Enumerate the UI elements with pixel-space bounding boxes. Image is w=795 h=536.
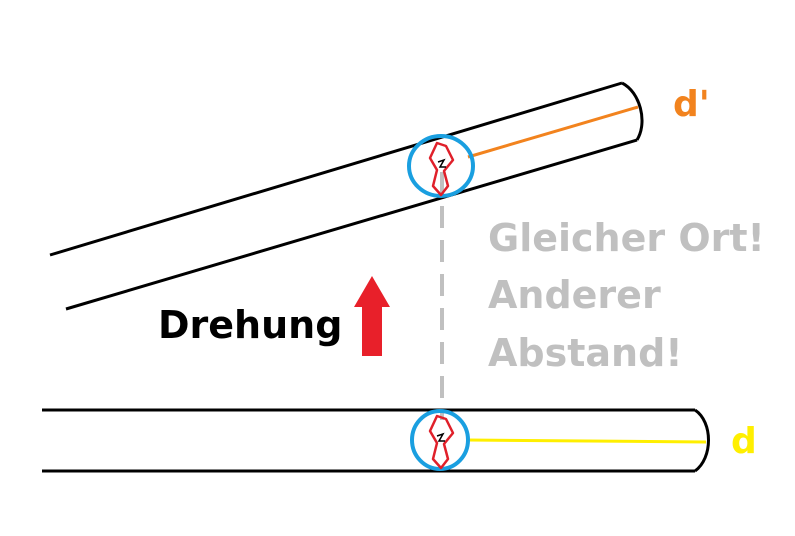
rotated-rod	[49, 81, 644, 311]
original-rod	[42, 408, 710, 473]
original-fracture-symbol	[428, 414, 455, 470]
original-rod-end-cap	[694, 408, 710, 473]
rotated-rod-bottom-edge	[65, 138, 638, 311]
original-center-mark	[436, 432, 445, 442]
note-line-1: Gleicher Ort!	[488, 216, 765, 260]
rotated-center-mark	[437, 158, 446, 168]
rotated-distance-label: d'	[673, 84, 710, 125]
note-line-3: Abstand!	[488, 331, 683, 375]
rotated-rod-end-cap	[621, 81, 644, 141]
rotated-rod-top-edge	[49, 81, 623, 257]
rotated-distance-line	[467, 105, 639, 159]
note-text: Gleicher Ort! Anderer Abstand!	[488, 216, 765, 375]
up-arrow-icon	[354, 276, 390, 356]
original-distance-label: d	[731, 421, 757, 462]
rotated-fracture-symbol	[428, 141, 455, 197]
original-distance-line	[467, 438, 707, 444]
rotated-location-marker	[407, 134, 475, 198]
original-location-circle	[410, 409, 470, 471]
note-line-2: Anderer	[488, 273, 661, 317]
rotation-label: Drehung	[158, 303, 342, 347]
original-location-marker	[410, 409, 470, 471]
